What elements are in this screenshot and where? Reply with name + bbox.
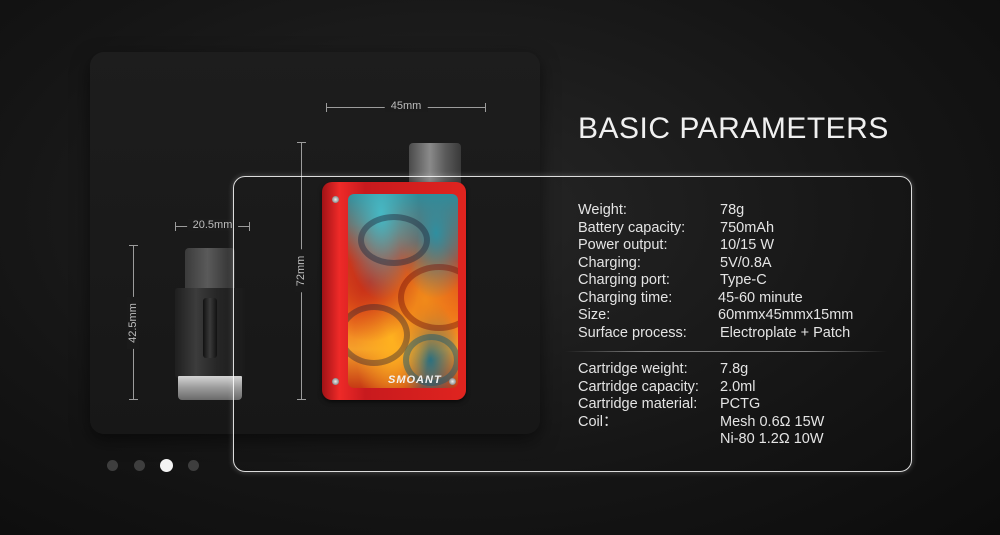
device-image: SMOANT (322, 182, 466, 400)
param-value: 5V/0.8A (720, 254, 772, 271)
device-resin-panel (348, 194, 458, 388)
page-title: BASIC PARAMETERS (578, 112, 889, 145)
param-label: Battery capacity: (578, 219, 686, 236)
param-value: 750mAh (720, 219, 775, 236)
param-label: Cartridge weight: (578, 361, 688, 377)
param-value: 7.8g (720, 361, 749, 377)
param-value: Mesh 0.6Ω 15W (720, 413, 825, 430)
parameters-frame (233, 176, 912, 472)
param-value: Ni-80 1.2Ω 10W (720, 431, 824, 447)
param-value: 2.0ml (720, 378, 756, 395)
param-label: Charging port: (578, 272, 670, 288)
pager-dot-4[interactable] (188, 460, 199, 471)
cartridge-image (175, 248, 245, 400)
pager-dot-2[interactable] (134, 460, 145, 471)
device-width-label: 45mm (384, 100, 428, 112)
param-label: Size: (578, 307, 611, 323)
cartridge-chimney (203, 298, 217, 358)
param-value: 10/15 W (720, 237, 774, 253)
param-label: Cartridge capacity: (578, 378, 699, 395)
param-label: Charging: (578, 254, 641, 271)
param-label: Coil： (578, 413, 618, 430)
cartridge-mouthpiece (185, 248, 235, 290)
pager-dot-1[interactable] (107, 460, 118, 471)
param-label: Surface process: (578, 324, 687, 341)
param-value: PCTG (720, 396, 761, 412)
param-label: Cartridge material: (578, 396, 698, 412)
param-label: Power output: (578, 237, 668, 253)
param-value: 60mmx45mmx15mm (718, 307, 854, 323)
pager-dot-3[interactable] (160, 459, 173, 472)
device-logo: SMOANT (388, 374, 442, 386)
section-divider (565, 351, 887, 352)
param-value: Type-C (720, 272, 767, 288)
cartridge-width-label: 20.5mm (186, 219, 239, 231)
device-pod-stem (409, 143, 461, 185)
cartridge-base (178, 376, 242, 400)
param-label: Charging time: (578, 289, 673, 306)
param-label: Weight: (578, 202, 627, 218)
param-value: 78g (720, 202, 745, 218)
cartridge-height-label: 42.5mm (127, 296, 139, 349)
param-value: Electroplate + Patch (720, 324, 851, 341)
param-value: 45-60 minute (718, 289, 803, 306)
